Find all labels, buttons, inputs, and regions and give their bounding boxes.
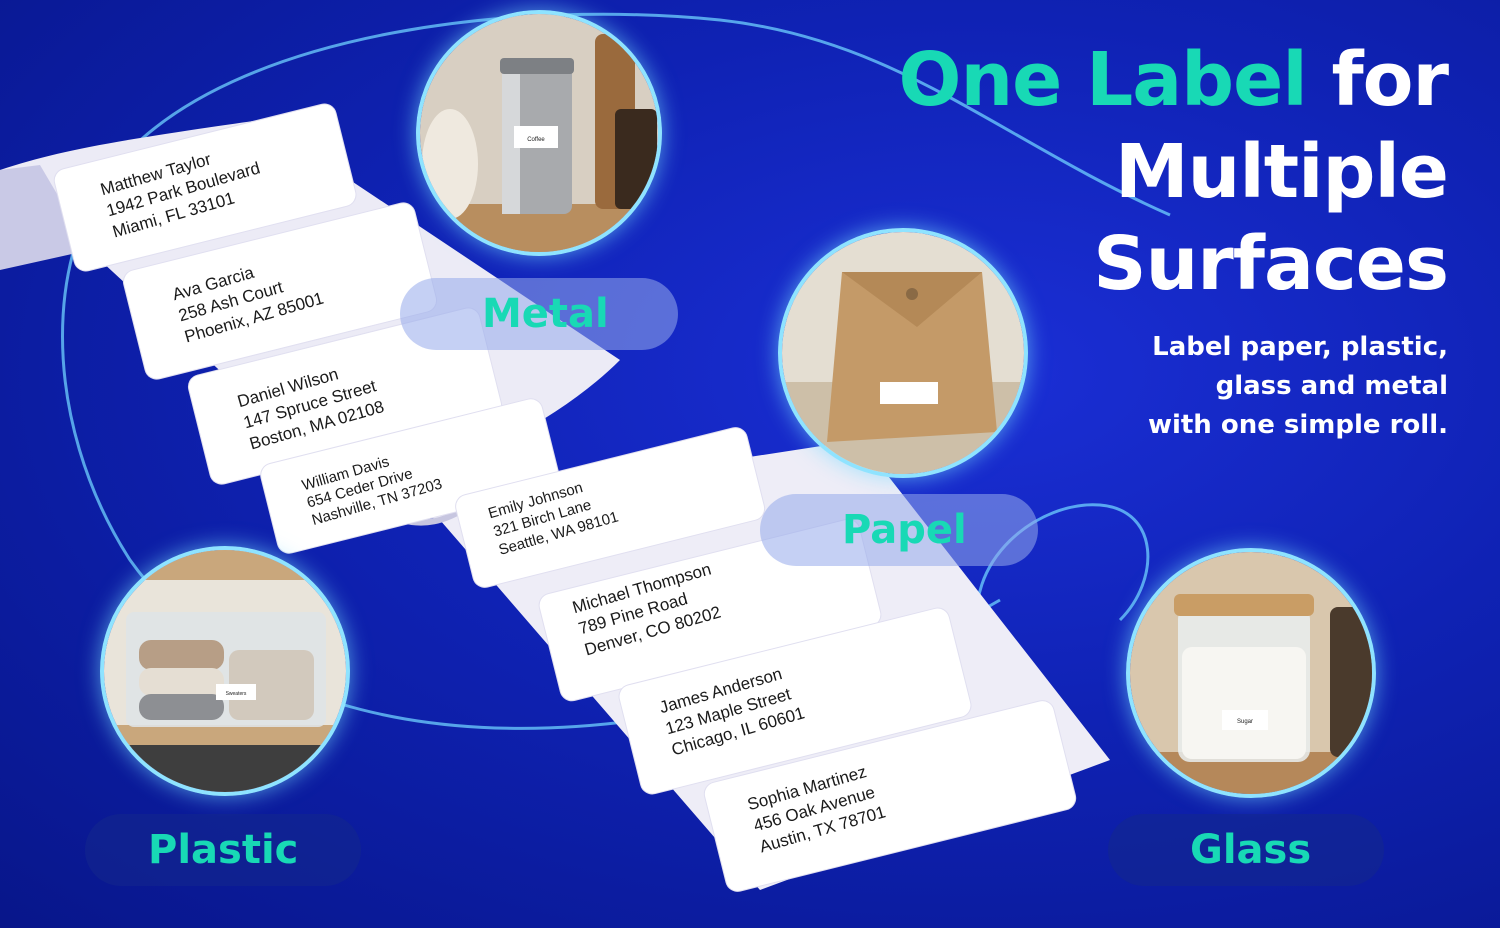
subtitle: Label paper, plastic, glass and metal wi… [1028,328,1448,445]
subtitle-line2: glass and metal [1215,371,1448,401]
coffee-tag-text: Coffee [527,137,545,143]
paper-badge [760,494,1038,566]
metal-badge [400,278,678,350]
page-title: One Label for Multiple Surfaces [898,34,1449,310]
title-line1-rest: for [1331,37,1449,123]
glass-label: Glass [1190,827,1312,873]
title-accent: One Label [898,37,1308,123]
subtitle-line1: Label paper, plastic, [1152,332,1448,362]
plastic-bin-photo: Sweaters [100,546,350,796]
plastic-label: Plastic [148,827,299,873]
sugar-tag-text: Sugar [1237,719,1253,725]
glass-badge [1108,814,1384,886]
paper-label: Papel [842,507,967,553]
subtitle-line3: with one simple roll. [1147,410,1448,440]
title-line2: Multiple [1115,129,1449,215]
title-line3: Surfaces [1093,221,1449,307]
glass-jar-photo: Sugar [1126,548,1376,798]
plastic-badge [85,814,361,886]
metal-label: Metal [482,291,609,337]
metal-canister-photo: Coffee [416,10,662,256]
sweaters-tag-text: Sweaters [226,691,247,697]
